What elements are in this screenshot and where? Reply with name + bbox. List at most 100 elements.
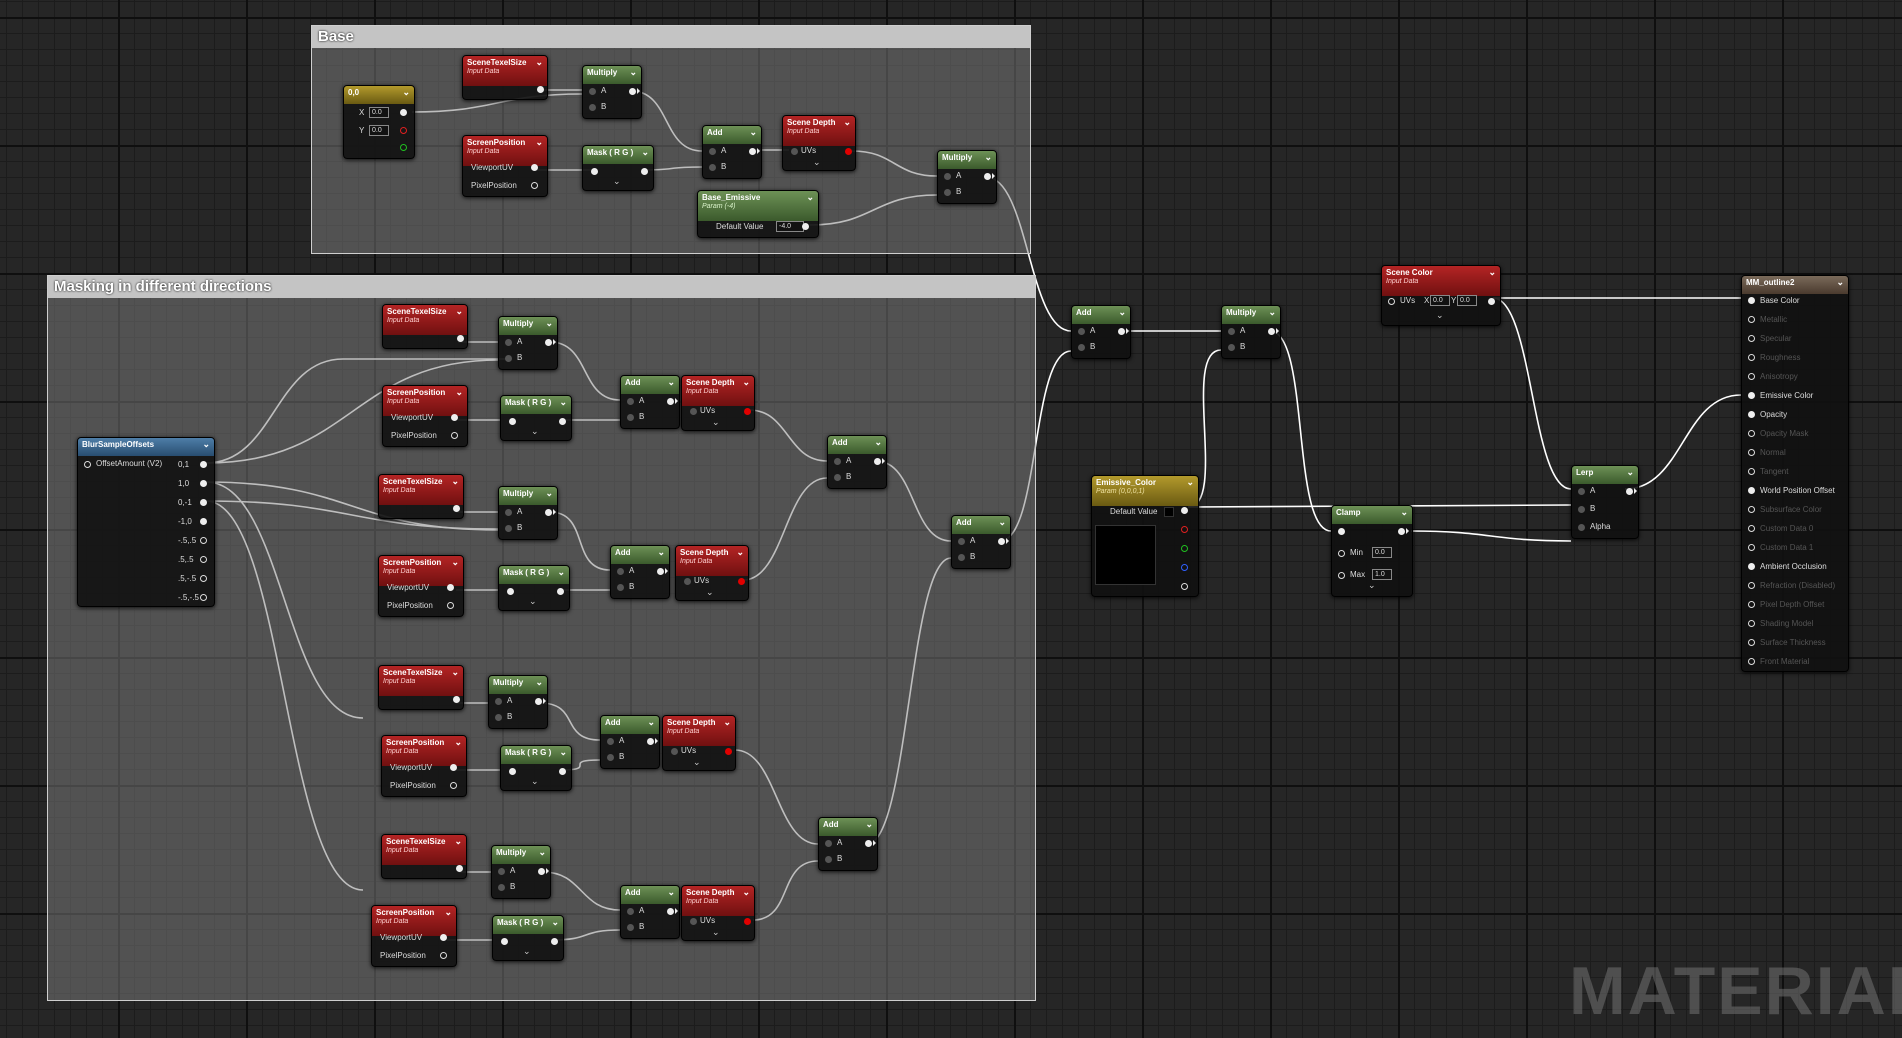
chevron-down-icon[interactable]: ⌄ [451,667,459,677]
mask-mask-node-2[interactable]: Mask ( R G )⌄⌄ [500,745,572,791]
material-pin-18[interactable] [1748,639,1755,646]
expand-chevron-icon[interactable]: ⌄ [613,176,621,186]
viewport-uv-pin[interactable] [447,584,454,591]
mask-add-node-2-header[interactable]: Add⌄ [601,716,659,734]
alpha-in[interactable] [1578,524,1585,531]
uvs-in-pin[interactable] [671,748,678,755]
material-pin-16[interactable] [1748,601,1755,608]
pin-b-in[interactable] [495,714,502,721]
depth-out-pin[interactable] [738,578,745,585]
main-add-node-header[interactable]: Add⌄ [1072,306,1130,324]
mask-add-node-3-header[interactable]: Add⌄ [621,886,679,904]
rgb-out-pin[interactable] [1181,507,1188,514]
material-pin-2[interactable] [1748,335,1755,342]
offset-output-pin-0[interactable] [200,461,207,468]
chevron-down-icon[interactable]: ⌄ [454,836,462,846]
depth-out-pin[interactable] [725,748,732,755]
chevron-down-icon[interactable]: ⌄ [402,87,410,97]
mask-out-pin[interactable] [559,768,566,775]
wire-40[interactable] [1187,349,1222,508]
output-pin[interactable] [667,908,674,915]
chevron-down-icon[interactable]: ⌄ [1186,477,1194,487]
wire-43[interactable] [1410,530,1572,542]
output-pin[interactable] [457,335,464,342]
lerp-out-pin[interactable] [1626,488,1633,495]
chevron-down-icon[interactable]: ⌄ [455,387,463,397]
material-pin-3[interactable] [1748,354,1755,361]
chevron-down-icon[interactable]: ⌄ [657,547,665,557]
chevron-down-icon[interactable]: ⌄ [647,717,655,727]
r-out-pin[interactable] [1181,526,1188,533]
max-value-field[interactable]: 1.0 [1372,569,1392,580]
chevron-down-icon[interactable]: ⌄ [1626,467,1634,477]
x-value-field[interactable]: 0.0 [369,107,389,118]
expand-chevron-icon[interactable]: ⌄ [523,946,531,956]
pin-a-in[interactable] [505,509,512,516]
expand-chevron-icon[interactable]: ⌄ [531,426,539,436]
mask-out-pin[interactable] [551,938,558,945]
expand-chevron-icon[interactable]: ⌄ [1368,580,1376,590]
chevron-down-icon[interactable]: ⌄ [667,887,675,897]
pin-b-in[interactable] [627,414,634,421]
clamp-out-pin[interactable] [1398,528,1405,535]
pin-b-in[interactable] [617,584,624,591]
pin-a-in[interactable] [617,568,624,575]
material-pin-11[interactable] [1748,506,1755,513]
output-pin[interactable] [456,865,463,872]
chevron-down-icon[interactable]: ⌄ [1488,267,1496,277]
blur-offsets-node-header[interactable]: BlurSampleOffsets⌄ [78,438,214,456]
scene-color-out-pin[interactable] [1488,298,1495,305]
output-pin[interactable] [657,568,664,575]
expand-chevron-icon[interactable]: ⌄ [706,587,714,597]
chevron-down-icon[interactable]: ⌄ [641,147,649,157]
viewport-uv-pin[interactable] [451,414,458,421]
chevron-down-icon[interactable]: ⌄ [736,547,744,557]
pin-a-in[interactable] [944,173,951,180]
expand-chevron-icon[interactable]: ⌄ [712,927,720,937]
pin-a-in[interactable] [1228,328,1235,335]
viewport-uv-pin[interactable] [440,934,447,941]
color-swatch-small[interactable] [1164,507,1174,517]
expand-chevron-icon[interactable]: ⌄ [1436,310,1444,320]
pin-a-in[interactable] [498,868,505,875]
expand-chevron-icon[interactable]: ⌄ [712,417,720,427]
chevron-down-icon[interactable]: ⌄ [559,397,567,407]
chevron-down-icon[interactable]: ⌄ [551,917,559,927]
b-out-pin[interactable] [1181,564,1188,571]
emissive-out-pin[interactable] [802,223,809,230]
mask-mask-node-1[interactable]: Mask ( R G )⌄⌄ [498,565,570,611]
pin-a-in[interactable] [495,698,502,705]
wire-41[interactable] [1269,330,1332,532]
output-pin[interactable] [453,505,460,512]
offset-output-pin-3[interactable] [200,518,207,525]
material-pin-15[interactable] [1748,582,1755,589]
material-pin-14[interactable] [1748,563,1755,570]
mask-mask-node-2-header[interactable]: Mask ( R G )⌄ [501,746,571,764]
chevron-down-icon[interactable]: ⌄ [806,192,814,202]
base-mask-node-header[interactable]: Mask ( R G )⌄ [583,146,653,164]
material-pin-13[interactable] [1748,544,1755,551]
uvs-in-pin[interactable] [791,148,798,155]
pin-b-in[interactable] [944,189,951,196]
base-add-node-header[interactable]: Add⌄ [703,126,761,144]
